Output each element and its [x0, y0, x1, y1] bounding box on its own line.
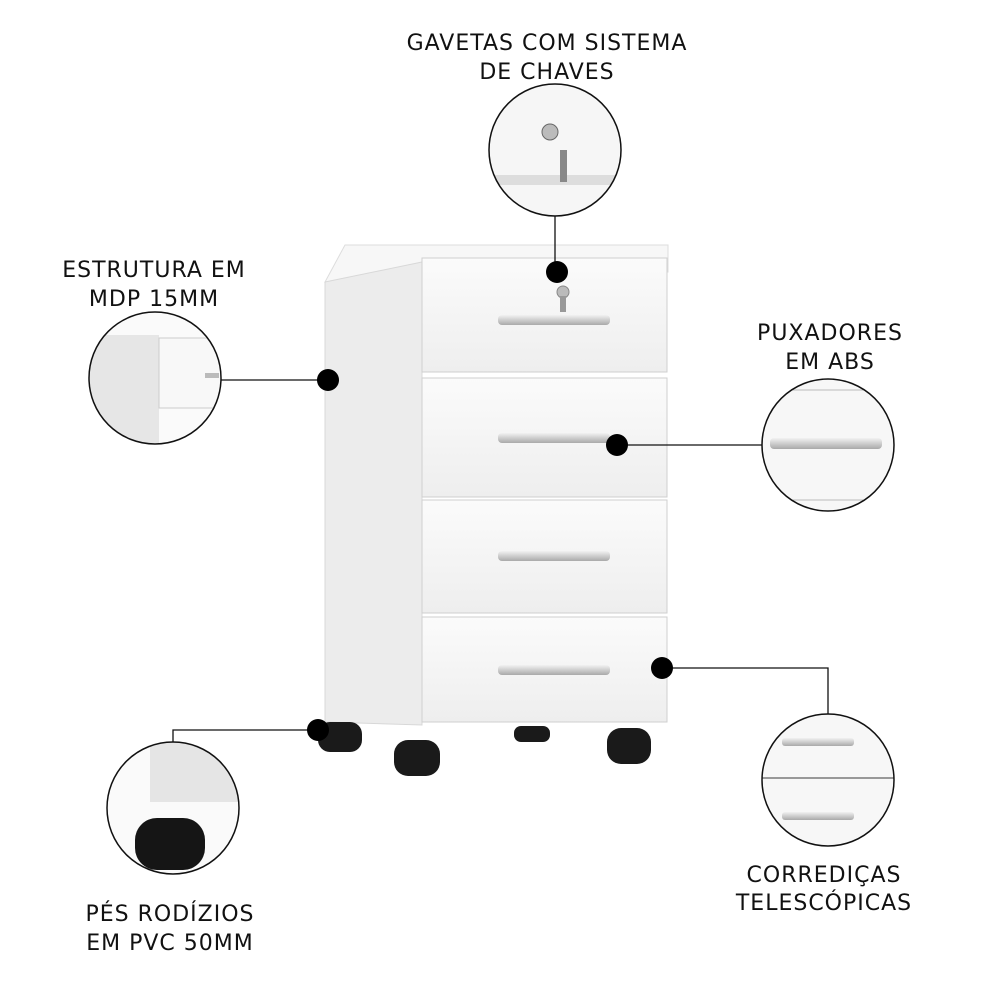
drawer-cabinet [318, 244, 669, 776]
dot-locks [546, 261, 568, 283]
detail-circle-slides [761, 713, 895, 847]
callout-labels: GAVETAS COM SISTEMA DE CHAVES ESTRUTURA … [62, 31, 912, 956]
key-icon [560, 150, 567, 182]
caster-icon [318, 722, 362, 752]
handle-icon [498, 551, 610, 561]
label-locks-line1: GAVETAS COM SISTEMA [407, 31, 688, 56]
label-locks-line2: DE CHAVES [479, 60, 614, 85]
label-structure-line2: MDP 15MM [89, 287, 219, 312]
handle-icon [770, 438, 882, 449]
handle-icon [782, 738, 854, 746]
dot-casters [307, 719, 329, 741]
caster-icon [394, 740, 440, 776]
lock-icon [556, 285, 570, 312]
handle-icon [498, 665, 610, 675]
label-slides-line2: TELESCÓPICAS [735, 890, 912, 916]
label-slides-line1: CORREDIÇAS [747, 863, 902, 888]
handle-icon [498, 315, 610, 325]
caster-wheels [318, 722, 651, 776]
handle-icon [782, 812, 854, 820]
detail-circle-locks [488, 83, 622, 217]
callout-dots [307, 261, 673, 741]
dot-structure [317, 369, 339, 391]
caster-icon [135, 818, 205, 870]
drawer-fronts [421, 257, 668, 723]
lock-icon [541, 123, 559, 141]
detail-circle-casters [106, 741, 240, 875]
drawer-handles [498, 315, 610, 675]
handle-icon [498, 433, 610, 443]
detail-circle-structure [88, 311, 222, 445]
caster-icon [607, 728, 651, 764]
dot-handles [606, 434, 628, 456]
caster-icon [514, 726, 550, 742]
label-handles-line1: PUXADORES [757, 321, 903, 346]
label-casters-line2: EM PVC 50MM [86, 931, 254, 956]
label-handles-line2: EM ABS [785, 350, 875, 375]
dot-slides [651, 657, 673, 679]
detail-circle-handles [761, 378, 895, 512]
label-structure-line1: ESTRUTURA EM [62, 258, 246, 283]
cabinet-side-panel [324, 261, 423, 726]
label-casters-line1: PÉS RODÍZIOS [86, 901, 255, 927]
